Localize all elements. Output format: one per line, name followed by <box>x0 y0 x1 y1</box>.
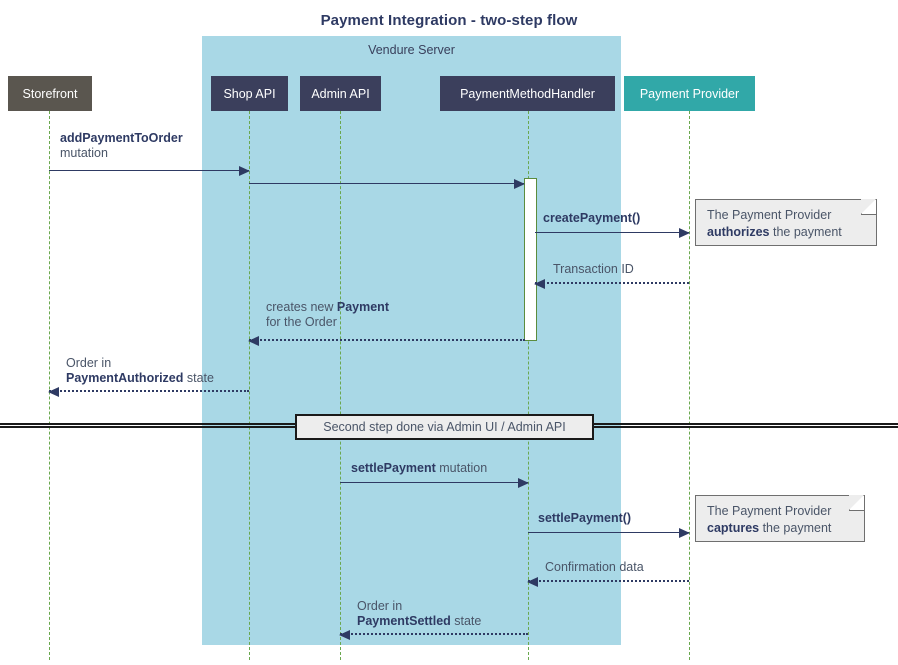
label-plain: Transaction ID <box>553 262 634 276</box>
participant-shop-api[interactable]: Shop API <box>211 76 288 111</box>
message-label-order-payment-authorized: Order in PaymentAuthorized state <box>66 356 214 386</box>
label-rest: state <box>183 371 214 385</box>
arrowhead-icon <box>514 179 525 189</box>
arrowhead-icon <box>48 387 59 397</box>
label-bold: PaymentAuthorized <box>66 371 184 385</box>
arrowhead-icon <box>679 528 690 538</box>
participant-storefront[interactable]: Storefront <box>8 76 92 111</box>
message-arrow-order-payment-settled <box>339 630 528 640</box>
message-label-confirmation-data: Confirmation data <box>545 560 644 575</box>
message-arrow-settle-payment-mutation <box>340 478 529 488</box>
arrowhead-icon <box>679 228 690 238</box>
arrowhead-icon <box>239 166 250 176</box>
arrowhead-icon <box>527 577 538 587</box>
label-bold: Payment <box>336 300 389 314</box>
divider-box-second-step: Second step done via Admin UI / Admin AP… <box>295 414 594 440</box>
label-line-1: Order in <box>357 599 403 613</box>
participant-label: Payment Provider <box>639 86 740 101</box>
note-line-2-rest: the payment <box>769 225 842 239</box>
message-label-order-payment-settled: Order in PaymentSettled state <box>357 599 481 629</box>
diagram-title: Payment Integration - two-step flow <box>320 12 578 29</box>
arrowhead-icon <box>339 630 350 640</box>
note-line-2-bold: captures <box>707 521 760 535</box>
message-arrow-shop-api-to-handler <box>249 179 525 189</box>
message-label-settle-payment-call: settlePayment() <box>538 511 631 526</box>
message-label-transaction-id: Transaction ID <box>553 262 634 277</box>
label-rest: state <box>450 614 482 628</box>
participant-label: Shop API <box>223 86 276 101</box>
message-arrow-order-payment-authorized <box>48 387 249 397</box>
activation-bar-payment-method-handler <box>524 178 537 341</box>
message-arrow-confirmation-data <box>527 577 689 587</box>
label-bold: addPaymentToOrder <box>60 131 183 145</box>
label-rest: mutation <box>435 461 488 475</box>
message-label-creates-new-payment: creates new Payment for the Order <box>266 300 389 330</box>
label-bold: PaymentSettled <box>357 614 451 628</box>
arrowhead-icon <box>518 478 529 488</box>
group-label: Vendure Server <box>368 43 455 57</box>
message-arrow-transaction-id <box>534 279 689 289</box>
label-bold: createPayment() <box>543 211 641 225</box>
lifeline-payment-provider <box>689 111 690 660</box>
lifeline-storefront <box>49 111 50 660</box>
lifeline-payment-method-handler <box>528 111 529 660</box>
message-arrow-add-payment-to-order <box>49 166 250 176</box>
label-bold: settlePayment() <box>538 511 632 525</box>
arrowhead-icon <box>248 336 259 346</box>
label-plain-a: creates new <box>266 300 337 314</box>
participant-payment-method-handler[interactable]: PaymentMethodHandler <box>440 76 615 111</box>
label-line-1: Order in <box>66 356 112 370</box>
lifeline-shop-api <box>249 111 250 660</box>
participant-label: PaymentMethodHandler <box>460 86 595 101</box>
note-provider-authorizes: The Payment Provider authorizes the paym… <box>695 199 877 246</box>
message-label-add-payment-to-order: addPaymentToOrder mutation <box>60 131 183 161</box>
lifeline-admin-api <box>340 111 341 660</box>
label-bold: settlePayment <box>351 461 436 475</box>
message-label-create-payment: createPayment() <box>543 211 640 226</box>
arrowhead-icon <box>534 279 545 289</box>
label-line-2: for the Order <box>266 315 337 329</box>
participant-payment-provider[interactable]: Payment Provider <box>624 76 755 111</box>
message-arrow-create-payment <box>535 228 690 238</box>
note-line-1: The Payment Provider <box>707 208 832 222</box>
note-line-1: The Payment Provider <box>707 504 832 518</box>
divider-label: Second step done via Admin UI / Admin AP… <box>323 420 566 434</box>
message-arrow-creates-new-payment <box>248 336 525 346</box>
note-fold-corner-icon <box>861 199 876 215</box>
note-fold-corner-icon <box>849 495 864 511</box>
note-line-2-rest: the payment <box>759 521 832 535</box>
message-arrow-settle-payment-call <box>528 528 690 538</box>
participant-label: Storefront <box>22 86 78 101</box>
participant-admin-api[interactable]: Admin API <box>300 76 381 111</box>
note-provider-captures: The Payment Provider captures the paymen… <box>695 495 865 542</box>
note-line-2-bold: authorizes <box>707 225 770 239</box>
participant-label: Admin API <box>311 86 370 101</box>
message-label-settle-payment-mutation: settlePayment mutation <box>351 461 487 476</box>
label-plain: mutation <box>60 146 108 160</box>
label-plain: Confirmation data <box>545 560 644 574</box>
